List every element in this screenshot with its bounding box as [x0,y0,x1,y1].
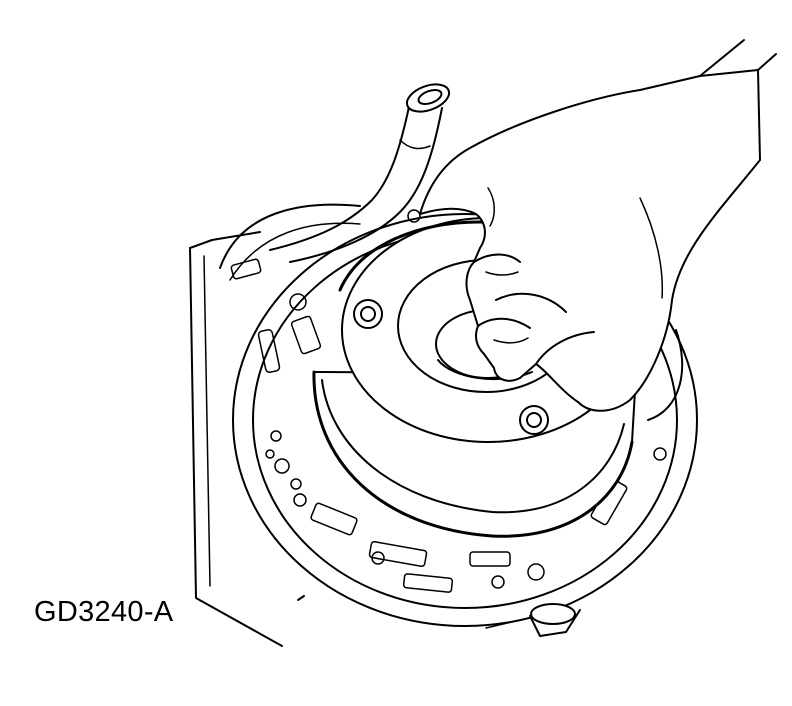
cooler-tube [269,83,451,263]
hand [419,39,777,421]
figure-label: GD3240-A [34,596,174,628]
pump-body [219,203,698,637]
